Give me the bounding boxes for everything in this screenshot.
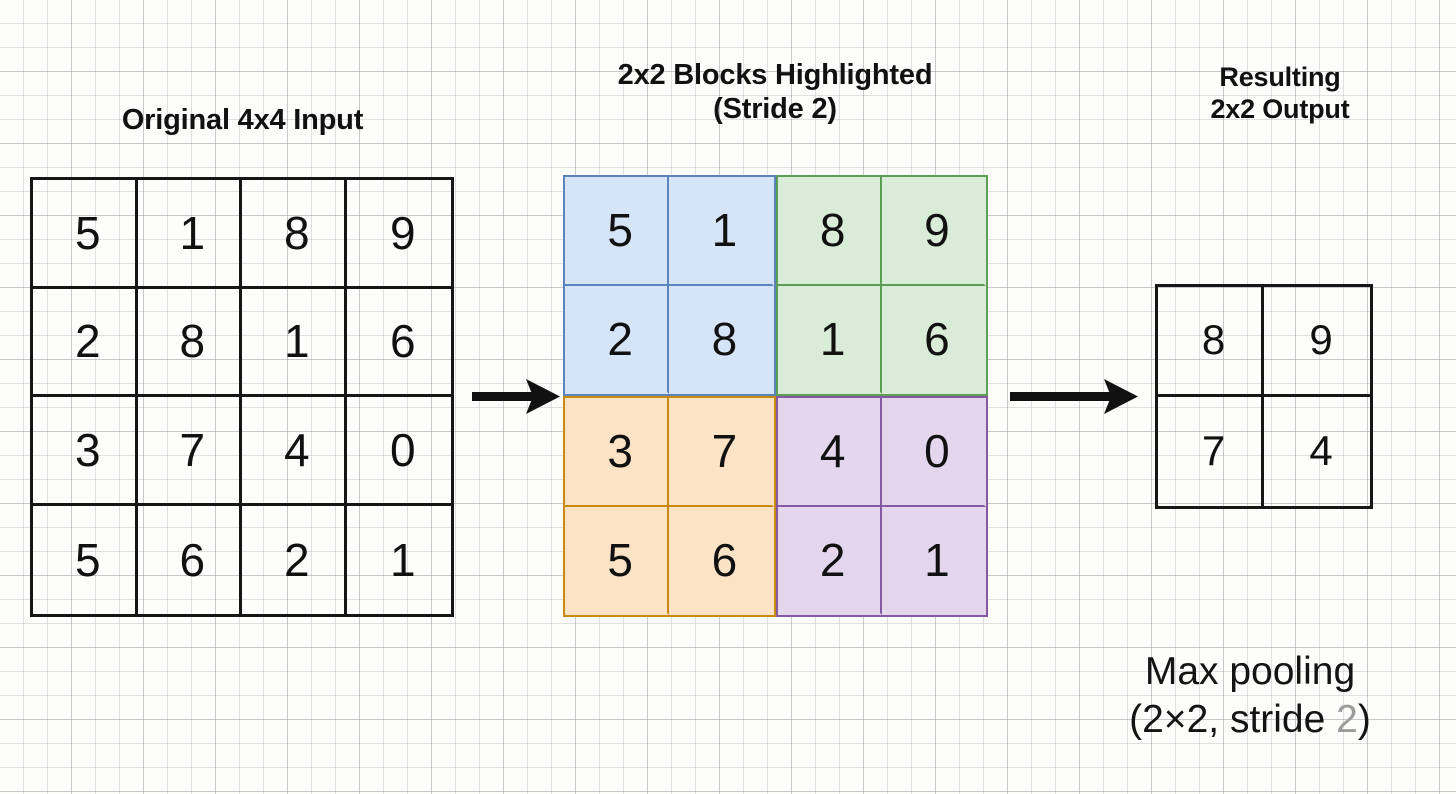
output-cell-r1c0: 7 <box>1158 396 1264 506</box>
input-matrix-grid: 5 1 8 9 2 8 1 6 3 7 4 0 5 6 2 1 <box>30 177 454 617</box>
input-cell-r2c1: 7 <box>137 397 242 506</box>
pool-block-top-left: 5 1 2 8 <box>563 175 776 396</box>
cell-value: 0 <box>389 423 416 476</box>
caption-suffix: ) <box>1357 697 1371 741</box>
block-cell-r0c3: 9 <box>881 177 986 286</box>
block-cell-r3c2: 2 <box>778 506 882 615</box>
cell-value: 3 <box>607 425 633 478</box>
input-cell-r3c3: 1 <box>347 506 452 615</box>
block-cell-r0c2: 8 <box>777 177 882 286</box>
cell-value: 7 <box>711 425 738 478</box>
cell-value: 6 <box>924 312 950 365</box>
cell-value: 8 <box>179 315 206 368</box>
block-cell-r2c1: 7 <box>669 398 774 507</box>
input-cell-r2c2: 4 <box>242 397 347 506</box>
blocks-grid-title: 2x2 Blocks Highlighted (Stride 2) <box>617 59 933 126</box>
input-cell-r1c1: 8 <box>137 288 242 397</box>
input-cell-r1c2: 1 <box>242 288 347 397</box>
cell-value: 4 <box>1309 427 1333 475</box>
caption-prefix: (2×2, stride <box>1129 697 1337 741</box>
cell-value: 9 <box>1309 316 1333 364</box>
pool-block-bottom-left: 3 7 5 6 <box>563 396 776 617</box>
input-cell-r1c0: 2 <box>33 288 138 397</box>
pool-block-top-right: 8 9 1 6 <box>775 175 988 396</box>
cell-value: 2 <box>283 533 310 586</box>
caption-line-1: Max pooling <box>1144 650 1356 693</box>
cell-value: 9 <box>924 204 950 257</box>
cell-value: 8 <box>1201 316 1226 364</box>
highlighted-blocks-grid: 5 1 2 8 8 9 1 6 3 7 5 6 4 0 2 1 <box>563 175 988 617</box>
caption-stride-value: 2 <box>1336 697 1358 741</box>
cell-value: 3 <box>74 423 101 476</box>
arrow-right-icon <box>1008 376 1140 418</box>
cell-value: 1 <box>924 533 950 586</box>
output-cell-r0c1: 9 <box>1264 287 1370 397</box>
input-cell-r3c2: 2 <box>242 505 347 614</box>
block-cell-r1c1: 8 <box>669 286 773 395</box>
cell-value: 2 <box>819 533 846 586</box>
cell-value: 1 <box>711 204 738 257</box>
cell-value: 5 <box>607 204 633 257</box>
output-grid-title: Resulting 2x2 Output <box>1210 62 1350 124</box>
cell-value: 4 <box>283 423 310 476</box>
input-cell-r2c0: 3 <box>33 397 138 506</box>
cell-value: 5 <box>607 533 633 586</box>
input-cell-r2c3: 0 <box>346 397 451 506</box>
cell-value: 5 <box>74 533 101 586</box>
cell-value: 8 <box>711 312 738 365</box>
cell-value: 9 <box>389 206 416 259</box>
cell-value: 6 <box>389 315 416 368</box>
input-cell-r1c3: 6 <box>346 289 451 397</box>
cell-value: 7 <box>179 423 206 476</box>
cell-value: 5 <box>74 206 101 259</box>
block-cell-r1c0: 2 <box>565 285 670 394</box>
cell-value: 4 <box>819 425 846 478</box>
cell-value: 1 <box>819 312 846 365</box>
block-cell-r0c0: 5 <box>565 177 670 286</box>
input-cell-r0c3: 9 <box>346 180 451 289</box>
block-cell-r2c2: 4 <box>777 398 882 507</box>
arrow-right-icon <box>470 376 562 418</box>
cell-value: 6 <box>179 533 206 586</box>
block-cell-r3c3: 1 <box>882 507 986 616</box>
output-cell-r1c1: 4 <box>1264 397 1370 507</box>
cell-value: 1 <box>283 315 310 368</box>
output-matrix-grid: 8 9 7 4 <box>1155 284 1373 509</box>
cell-value: 2 <box>74 315 101 368</box>
cell-value: 8 <box>819 204 846 257</box>
cell-value: 0 <box>924 425 950 478</box>
cell-value: 2 <box>607 312 633 365</box>
block-cell-r3c1: 6 <box>669 507 773 616</box>
input-cell-r0c1: 1 <box>137 180 242 289</box>
input-cell-r0c0: 5 <box>33 180 138 289</box>
cell-value: 8 <box>283 206 310 259</box>
cell-value: 6 <box>711 533 738 586</box>
cell-value: 1 <box>389 533 416 586</box>
cell-value: 7 <box>1201 427 1226 475</box>
block-cell-r1c3: 6 <box>882 286 986 395</box>
input-cell-r0c2: 8 <box>242 180 347 289</box>
block-cell-r0c1: 1 <box>669 177 774 286</box>
pool-block-bottom-right: 4 0 2 1 <box>775 396 988 617</box>
block-cell-r3c0: 5 <box>565 506 670 615</box>
caption-line-2: (2×2, stride 2) <box>1060 696 1440 744</box>
pooling-caption: Max pooling (2×2, stride 2) <box>1060 648 1440 743</box>
cell-value: 1 <box>179 206 206 259</box>
block-cell-r2c0: 3 <box>565 398 670 507</box>
input-cell-r3c0: 5 <box>33 505 138 614</box>
input-grid-title: Original 4x4 Input <box>121 104 364 136</box>
block-cell-r1c2: 1 <box>778 285 882 394</box>
block-cell-r2c3: 0 <box>881 398 986 507</box>
input-cell-r3c1: 6 <box>138 505 242 614</box>
output-cell-r0c0: 8 <box>1158 287 1264 397</box>
